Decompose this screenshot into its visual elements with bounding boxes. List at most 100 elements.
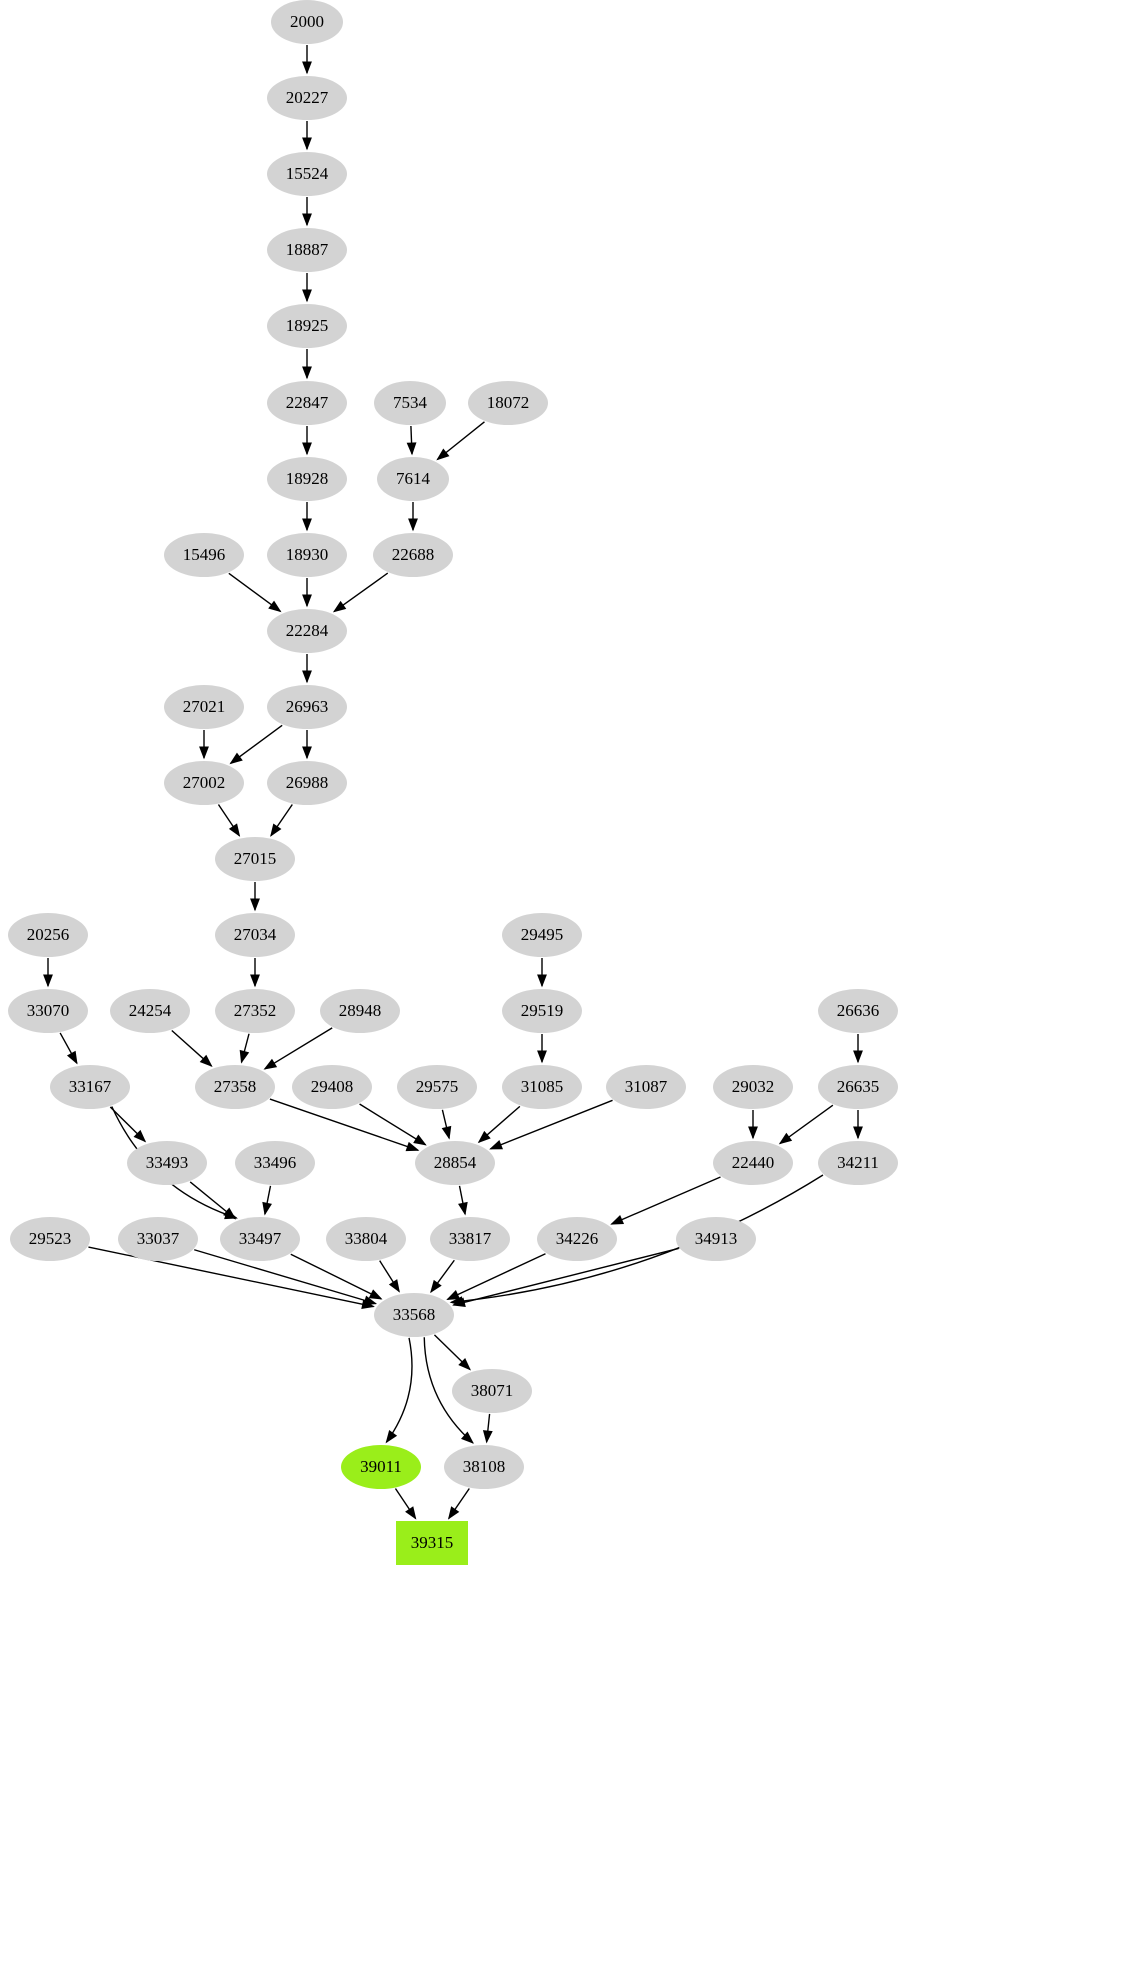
node-ellipse-shape[interactable]: [195, 1065, 275, 1109]
node-ellipse-shape[interactable]: [267, 609, 347, 653]
graph-node[interactable]: 29408: [292, 1065, 372, 1109]
node-ellipse-shape[interactable]: [267, 76, 347, 120]
node-ellipse-shape[interactable]: [220, 1217, 300, 1261]
node-ellipse-shape[interactable]: [8, 913, 88, 957]
graph-node[interactable]: 33568: [374, 1293, 454, 1337]
node-ellipse-shape[interactable]: [267, 228, 347, 272]
node-ellipse-shape[interactable]: [415, 1141, 495, 1185]
node-ellipse-shape[interactable]: [502, 989, 582, 1033]
graph-node[interactable]: 26635: [818, 1065, 898, 1109]
node-ellipse-shape[interactable]: [818, 1141, 898, 1185]
graph-node[interactable]: 18928: [267, 457, 347, 501]
node-ellipse-shape[interactable]: [267, 457, 347, 501]
node-ellipse-shape[interactable]: [713, 1065, 793, 1109]
node-ellipse-shape[interactable]: [235, 1141, 315, 1185]
node-ellipse-shape[interactable]: [320, 989, 400, 1033]
node-ellipse-shape[interactable]: [397, 1065, 477, 1109]
node-ellipse-shape[interactable]: [127, 1141, 207, 1185]
graph-node[interactable]: 27002: [164, 761, 244, 805]
graph-node[interactable]: 26988: [267, 761, 347, 805]
graph-node[interactable]: 34226: [537, 1217, 617, 1261]
node-ellipse-shape[interactable]: [537, 1217, 617, 1261]
node-ellipse-shape[interactable]: [468, 381, 548, 425]
graph-node[interactable]: 27358: [195, 1065, 275, 1109]
graph-node[interactable]: 27034: [215, 913, 295, 957]
node-ellipse-shape[interactable]: [215, 913, 295, 957]
graph-node[interactable]: 34211: [818, 1141, 898, 1185]
node-ellipse-shape[interactable]: [267, 761, 347, 805]
node-ellipse-shape[interactable]: [502, 913, 582, 957]
graph-node[interactable]: 29032: [713, 1065, 793, 1109]
graph-node[interactable]: 29519: [502, 989, 582, 1033]
graph-node[interactable]: 27015: [215, 837, 295, 881]
graph-node[interactable]: 31087: [606, 1065, 686, 1109]
graph-node[interactable]: 15496: [164, 533, 244, 577]
graph-node[interactable]: 7534: [374, 381, 446, 425]
graph-node[interactable]: 22688: [373, 533, 453, 577]
node-ellipse-shape[interactable]: [326, 1217, 406, 1261]
graph-node[interactable]: 18925: [267, 304, 347, 348]
node-ellipse-shape[interactable]: [50, 1065, 130, 1109]
graph-node[interactable]: 18930: [267, 533, 347, 577]
node-ellipse-shape[interactable]: [118, 1217, 198, 1261]
node-ellipse-shape[interactable]: [8, 989, 88, 1033]
node-ellipse-shape[interactable]: [164, 761, 244, 805]
node-ellipse-shape[interactable]: [676, 1217, 756, 1261]
node-ellipse-shape[interactable]: [818, 1065, 898, 1109]
node-ellipse-shape[interactable]: [215, 837, 295, 881]
graph-node[interactable]: 22440: [713, 1141, 793, 1185]
graph-node[interactable]: 15524: [267, 152, 347, 196]
graph-node[interactable]: 29575: [397, 1065, 477, 1109]
node-ellipse-shape[interactable]: [215, 989, 295, 1033]
node-ellipse-shape[interactable]: [267, 304, 347, 348]
node-ellipse-shape[interactable]: [110, 989, 190, 1033]
graph-node[interactable]: 33497: [220, 1217, 300, 1261]
graph-node[interactable]: 33804: [326, 1217, 406, 1261]
graph-node[interactable]: 33496: [235, 1141, 315, 1185]
node-ellipse-shape[interactable]: [444, 1445, 524, 1489]
node-ellipse-shape[interactable]: [713, 1141, 793, 1185]
graph-node[interactable]: 22847: [267, 381, 347, 425]
graph-node[interactable]: 38108: [444, 1445, 524, 1489]
graph-node[interactable]: 33493: [127, 1141, 207, 1185]
node-ellipse-shape[interactable]: [267, 533, 347, 577]
graph-node[interactable]: 39315: [396, 1521, 468, 1565]
node-ellipse-shape[interactable]: [374, 381, 446, 425]
graph-node[interactable]: 22284: [267, 609, 347, 653]
graph-node[interactable]: 28854: [415, 1141, 495, 1185]
graph-node[interactable]: 27021: [164, 685, 244, 729]
node-ellipse-shape[interactable]: [430, 1217, 510, 1261]
graph-node[interactable]: 26636: [818, 989, 898, 1033]
graph-node[interactable]: 38071: [452, 1369, 532, 1413]
graph-node[interactable]: 18887: [267, 228, 347, 272]
node-ellipse-shape[interactable]: [164, 533, 244, 577]
node-ellipse-shape[interactable]: [452, 1369, 532, 1413]
node-ellipse-shape[interactable]: [502, 1065, 582, 1109]
node-ellipse-shape[interactable]: [341, 1445, 421, 1489]
graph-node[interactable]: 7614: [377, 457, 449, 501]
node-ellipse-shape[interactable]: [267, 152, 347, 196]
node-ellipse-shape[interactable]: [818, 989, 898, 1033]
node-ellipse-shape[interactable]: [271, 0, 343, 44]
node-ellipse-shape[interactable]: [164, 685, 244, 729]
node-rect-shape[interactable]: [396, 1521, 468, 1565]
graph-node[interactable]: 18072: [468, 381, 548, 425]
graph-node[interactable]: 31085: [502, 1065, 582, 1109]
node-ellipse-shape[interactable]: [267, 381, 347, 425]
node-ellipse-shape[interactable]: [267, 685, 347, 729]
graph-node[interactable]: 27352: [215, 989, 295, 1033]
graph-node[interactable]: 2000: [271, 0, 343, 44]
graph-node[interactable]: 20227: [267, 76, 347, 120]
graph-node[interactable]: 33070: [8, 989, 88, 1033]
graph-node[interactable]: 33037: [118, 1217, 198, 1261]
graph-node[interactable]: 20256: [8, 913, 88, 957]
graph-node[interactable]: 28948: [320, 989, 400, 1033]
graph-node[interactable]: 39011: [341, 1445, 421, 1489]
graph-node[interactable]: 29495: [502, 913, 582, 957]
graph-node[interactable]: 33167: [50, 1065, 130, 1109]
graph-node[interactable]: 29523: [10, 1217, 90, 1261]
node-ellipse-shape[interactable]: [292, 1065, 372, 1109]
graph-node[interactable]: 33817: [430, 1217, 510, 1261]
node-ellipse-shape[interactable]: [606, 1065, 686, 1109]
graph-node[interactable]: 34913: [676, 1217, 756, 1261]
